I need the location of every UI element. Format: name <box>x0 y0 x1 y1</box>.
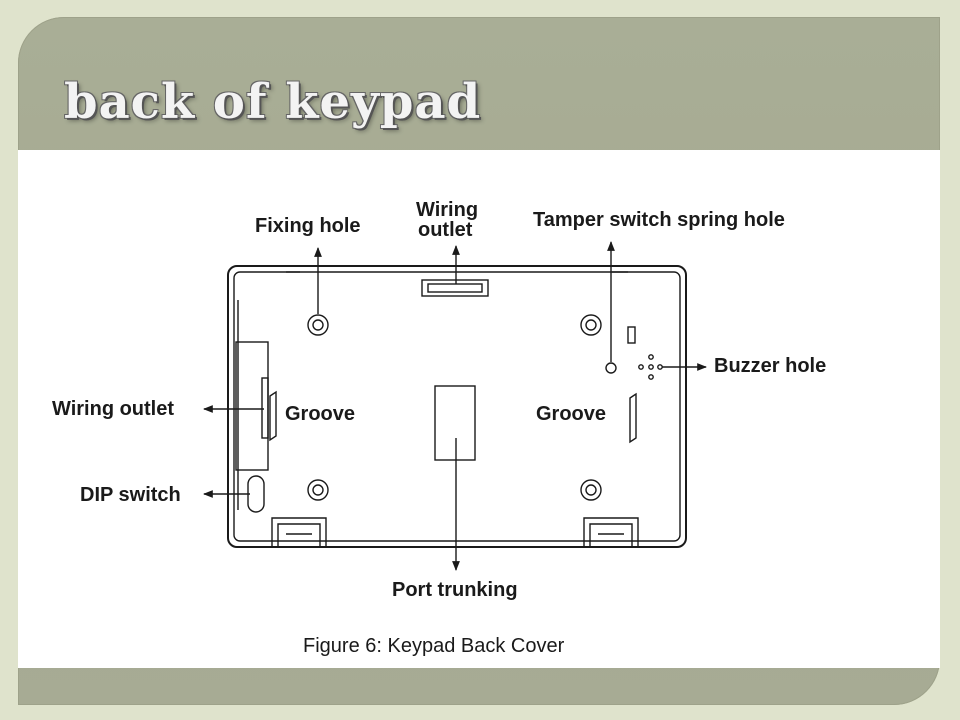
figure-caption: Figure 6: Keypad Back Cover <box>303 635 565 657</box>
left-wiring-outlet-recess <box>235 341 269 471</box>
fixing-hole-top-left <box>307 314 329 336</box>
bottom-clip-right <box>583 517 639 547</box>
fixing-hole-bottom-right <box>580 479 602 501</box>
groove-right-shape <box>629 392 637 444</box>
label-wiring-outlet-left: Wiring outlet <box>52 398 174 420</box>
fixing-hole-top-right <box>580 314 602 336</box>
label-dip-switch: DIP switch <box>80 484 181 506</box>
label-groove-right: Groove <box>536 403 606 425</box>
groove-left-shape <box>269 390 277 442</box>
label-buzzer-hole: Buzzer hole <box>714 355 826 377</box>
buzzer-holes <box>638 354 663 380</box>
label-groove-left: Groove <box>285 403 355 425</box>
bottom-clip-left <box>271 517 327 547</box>
label-fixing-hole: Fixing hole <box>255 215 361 237</box>
top-wiring-outlet-slot <box>421 279 489 297</box>
port-trunking-rect <box>434 385 476 461</box>
label-port-trunking: Port trunking <box>392 579 518 601</box>
slide-title: back of keypad <box>64 74 482 130</box>
label-wiring-outlet-top-line2: outlet <box>418 219 473 241</box>
diagram-panel <box>18 150 940 668</box>
keypad-housing <box>227 265 687 548</box>
tamper-switch-parts <box>605 326 636 374</box>
label-tamper-switch: Tamper switch spring hole <box>533 209 785 231</box>
label-wiring-outlet-top-line1: Wiring <box>416 199 478 221</box>
dip-switch-shape <box>247 475 265 513</box>
fixing-hole-bottom-left <box>307 479 329 501</box>
